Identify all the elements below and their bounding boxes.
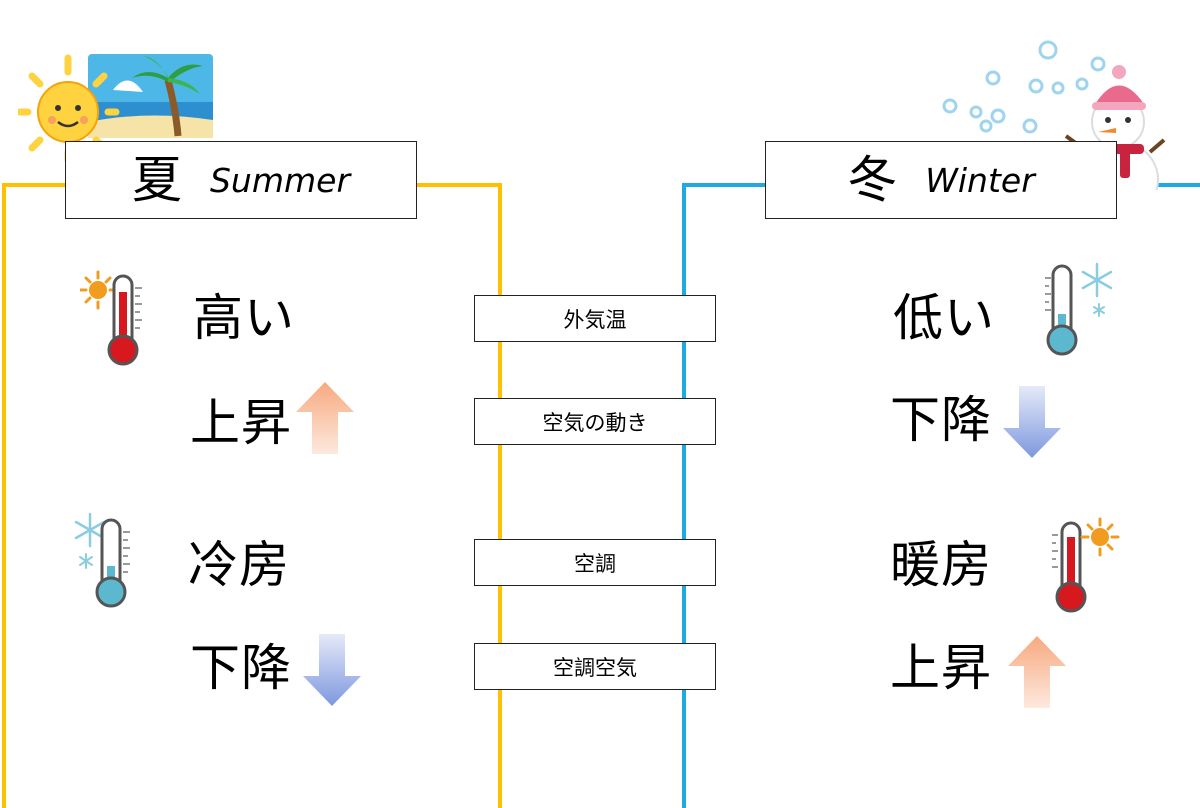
winter-outside-temp-value: 低い — [893, 289, 995, 347]
summer-panel — [2, 183, 502, 808]
snowflakes-icon — [942, 40, 1106, 134]
up-arrow-icon — [296, 382, 354, 454]
category-conditioned-air: 空調空気 — [474, 643, 716, 690]
down-arrow-icon — [1003, 386, 1061, 458]
winter-panel — [682, 183, 1200, 808]
up-arrow-icon — [1008, 636, 1066, 708]
winter-air-movement-value: 下降 — [890, 391, 992, 449]
sun-icon — [18, 54, 120, 162]
summer-beach-illustration — [18, 54, 213, 162]
summer-ac-air-value: 下降 — [190, 639, 292, 697]
hot-thermometer-icon — [80, 270, 142, 366]
summer-outside-temp-value: 高い — [193, 289, 295, 347]
cold-thermometer-icon — [74, 512, 130, 608]
summer-title-kanji: 夏 — [131, 151, 182, 209]
winter-title-box: 冬 Winter — [765, 141, 1117, 219]
summer-air-movement-value: 上昇 — [190, 394, 292, 452]
winter-ac-mode-value: 暖房 — [890, 536, 992, 594]
down-arrow-icon — [303, 634, 361, 706]
winter-ac-air-value: 上昇 — [890, 639, 992, 697]
category-outside-temperature: 外気温 — [474, 295, 716, 342]
category-air-movement: 空気の動き — [474, 398, 716, 445]
winter-title-kanji: 冬 — [847, 151, 898, 209]
summer-title-box: 夏 Summer — [65, 141, 417, 219]
category-air-conditioning: 空調 — [474, 539, 716, 586]
summer-title-english: Summer — [209, 160, 351, 200]
hot-thermometer-icon — [1052, 517, 1120, 613]
summer-ac-mode-value: 冷房 — [188, 536, 290, 594]
winter-title-english: Winter — [925, 160, 1035, 200]
cold-thermometer-icon — [1045, 262, 1113, 356]
